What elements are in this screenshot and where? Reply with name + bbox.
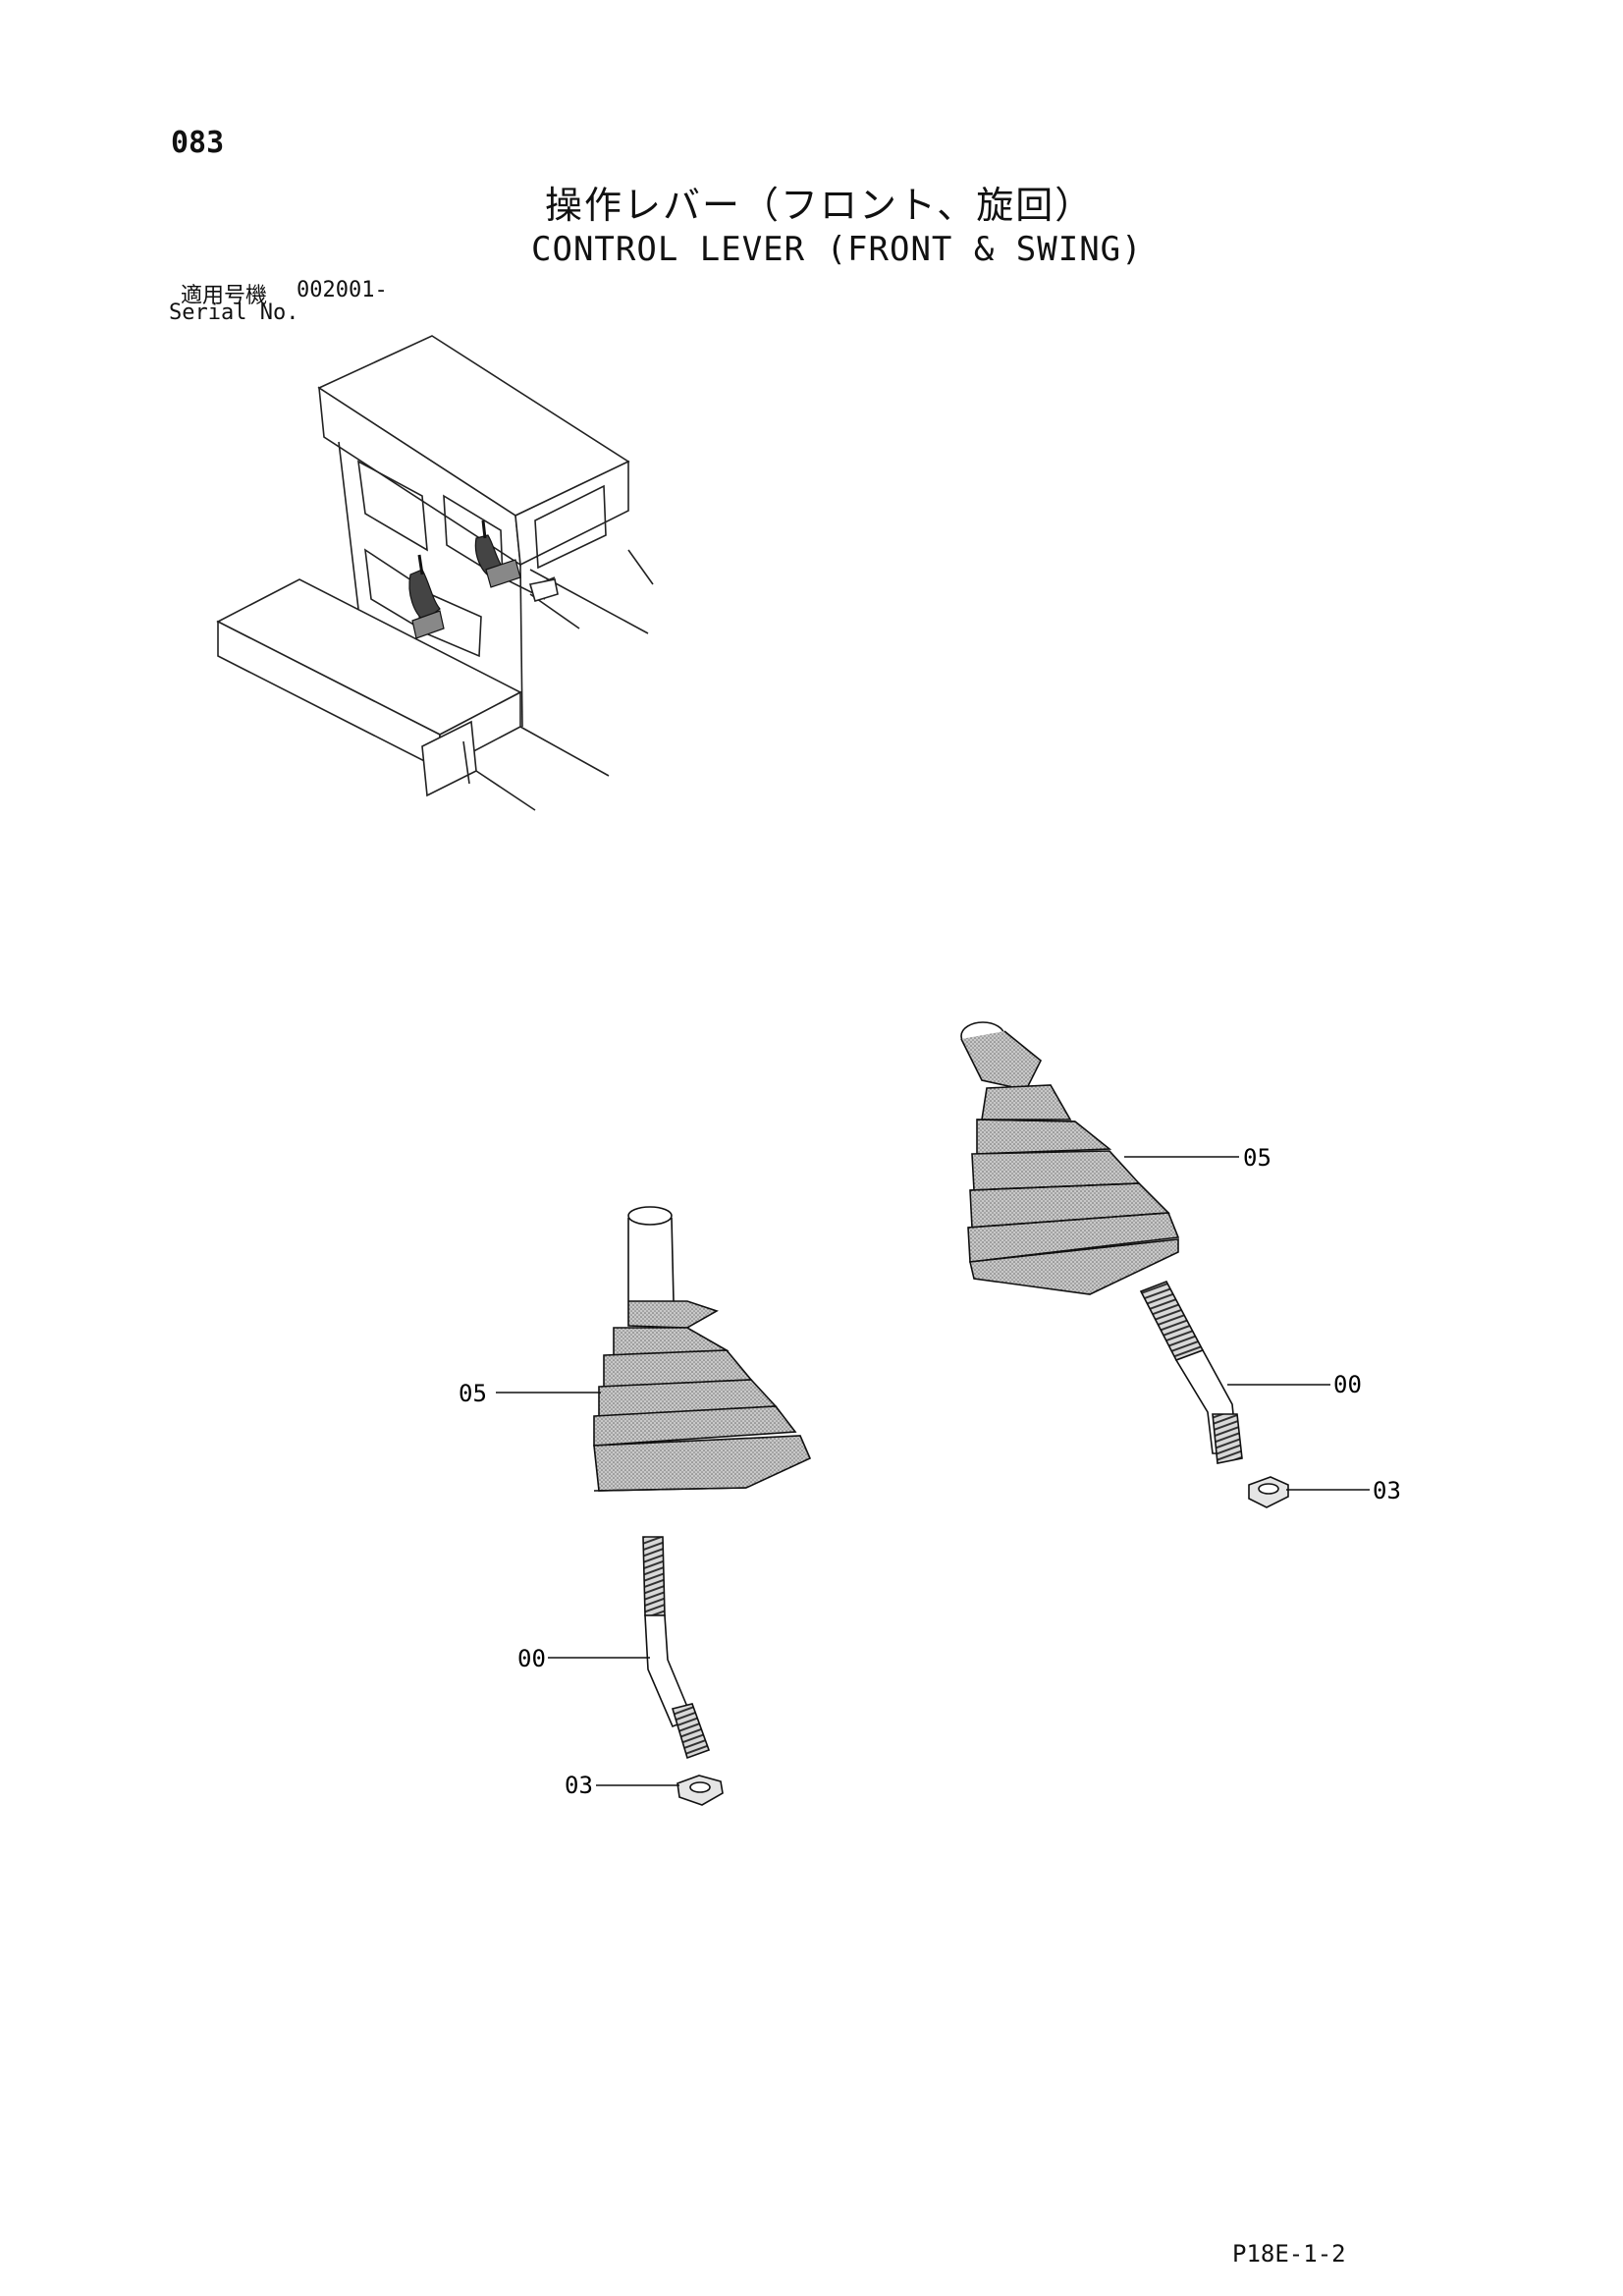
document-code: P18E-1-2	[1232, 2240, 1346, 2268]
title-japanese: 操作レバー（フロント、旋回）	[545, 184, 1095, 227]
callout-left-lever: 00	[517, 1645, 546, 1672]
callout-right-nut: 03	[1373, 1477, 1401, 1504]
leader-lines	[496, 1156, 1370, 1786]
right-hex-nut	[1248, 1476, 1289, 1508]
right-control-lever	[1139, 1280, 1243, 1464]
left-lever-boot	[593, 1206, 812, 1492]
title-english: CONTROL LEVER (FRONT & SWING)	[531, 230, 1143, 269]
left-hex-nut	[676, 1775, 724, 1806]
callout-right-boot: 05	[1243, 1144, 1271, 1172]
page-number: 083	[171, 126, 225, 160]
callout-right-lever: 00	[1333, 1371, 1362, 1398]
cab-overview-illustration	[216, 335, 654, 811]
serial-number-value: 002001-	[297, 278, 388, 302]
callout-left-nut: 03	[565, 1772, 593, 1799]
left-control-lever	[642, 1536, 711, 1760]
serial-label-japanese: 適用号機	[181, 284, 268, 308]
right-lever-boot	[960, 1021, 1180, 1295]
callout-left-boot: 05	[459, 1380, 487, 1407]
serial-label-english: Serial No.	[169, 301, 299, 325]
